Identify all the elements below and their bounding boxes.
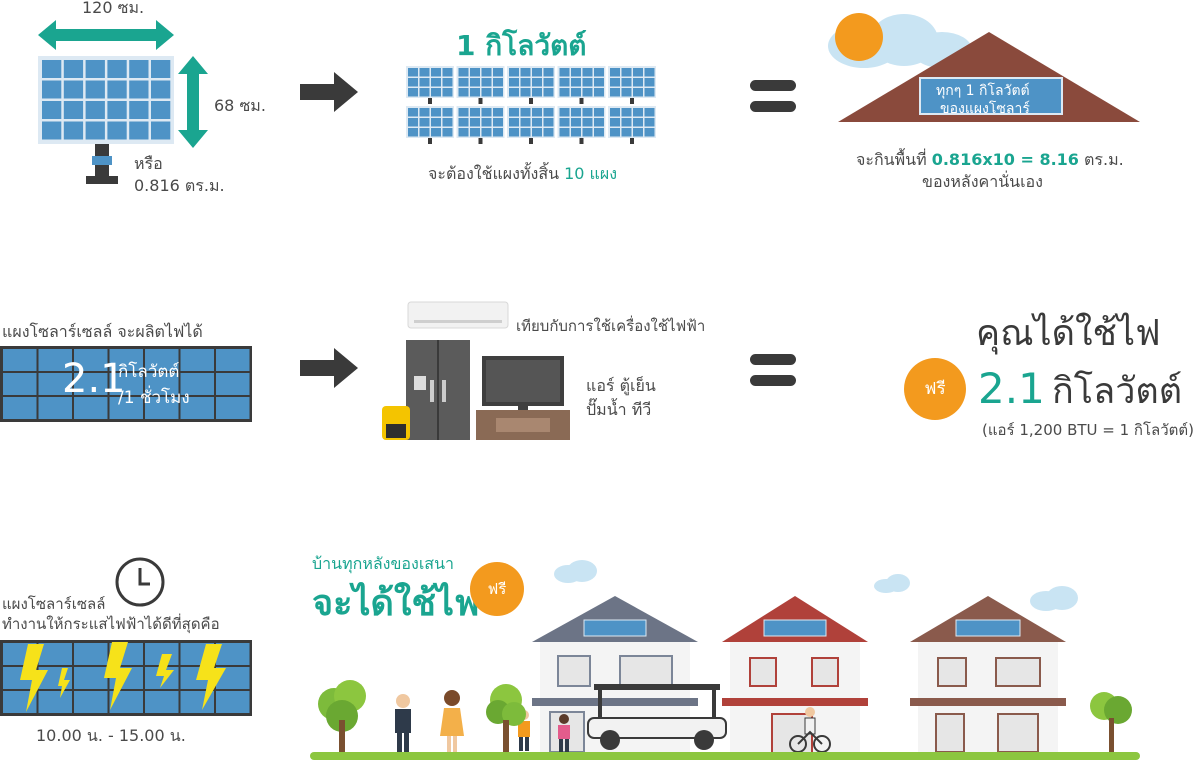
panel-width-label: 120 ซม. <box>82 0 145 17</box>
clock-icon <box>115 557 165 607</box>
solar-strip-panel-icon <box>0 346 252 422</box>
free-badge: ฟรี <box>904 358 966 420</box>
roof-area-unit: ตร.ม. <box>1084 150 1124 169</box>
free-value: 2.1 <box>978 364 1045 413</box>
house-3-icon <box>910 596 1066 756</box>
village-line2: จะได้ใช้ไฟ <box>312 583 480 624</box>
roof-label-line2: ของแผงโซลาร์ <box>940 101 1030 117</box>
tree-icon <box>318 680 366 756</box>
person-icon <box>440 690 464 752</box>
panels-count: 10 แผง <box>564 164 618 183</box>
refrigerator-icon <box>406 340 470 440</box>
roof-area-text: จะกินพื้นที่ 0.816x10 = 8.16 ตร.ม. <box>856 148 1124 173</box>
village-free-badge: ฟรี <box>470 562 524 616</box>
cloud-icon <box>554 560 597 583</box>
compare-label: เทียบกับการใช้เครื่องใช้ไฟฟ้า <box>516 317 706 335</box>
equals-icon <box>750 80 796 112</box>
kw-title: 1 กิโลวัตต์ <box>456 29 587 62</box>
tree-icon <box>486 684 526 756</box>
solar-strip-lightning-icon <box>0 640 252 716</box>
cloud-icon <box>874 574 910 593</box>
produce-big-value: 2.1 <box>62 356 126 402</box>
roof-area-prefix: จะกินพื้นที่ <box>856 150 927 169</box>
panel-area-line2: 0.816 ตร.ม. <box>134 176 225 195</box>
btu-note: (แอร์ 1,200 BTU = 1 กิโลวัตต์) <box>982 421 1194 439</box>
produce-unit-line2: /1 ชั่วโมง <box>118 388 190 408</box>
panels-needed-prefix: จะต้องใช้แผงทั้งสิ้น <box>428 164 560 183</box>
appliances-line2: ปั๊มน้ำ ทีวี <box>586 400 652 419</box>
right-arrow-icon <box>300 348 358 388</box>
panel-height-label: 68 ซม. <box>214 96 266 115</box>
solar-panel-icon <box>38 56 174 184</box>
cloud-icon <box>1030 586 1078 611</box>
golf-cart-icon <box>587 684 727 750</box>
equals-icon <box>750 354 796 386</box>
produce-unit-line1: กิโลวัตต์ <box>118 362 180 382</box>
double-arrow-vertical-icon <box>178 56 208 148</box>
bicycle-icon <box>789 707 831 753</box>
work-label-line2: ทำงานให้กระแสไฟฟ้าได้ดีที่สุดคือ <box>2 615 220 633</box>
roof-icon <box>838 32 1140 122</box>
village-line1: บ้านทุกหลังของเสนา <box>312 554 454 573</box>
panels-needed-text: จะต้องใช้แผงทั้งสิ้น 10 แผง <box>428 162 617 187</box>
free-heading: คุณได้ใช้ไฟ <box>976 313 1161 354</box>
person-icon <box>395 694 411 755</box>
television-icon <box>476 356 570 440</box>
roof-label-line1: ทุกๆ 1 กิโลวัตต์ <box>936 83 1030 99</box>
work-label-line1: แผงโซลาร์เซลล์ <box>2 595 106 613</box>
tree-icon <box>1090 692 1132 756</box>
right-arrow-icon <box>300 72 358 112</box>
roof-area-line2: ของหลังคานั่นเอง <box>922 172 1043 191</box>
water-pump-icon <box>382 406 410 440</box>
solar-panel-array-icon <box>406 66 656 144</box>
roof-area-formula: 0.816x10 = 8.16 <box>931 150 1079 169</box>
time-range: 10.00 น. - 15.00 น. <box>36 726 186 745</box>
appliances-line1: แอร์ ตู้เย็น <box>586 376 656 395</box>
air-conditioner-icon <box>407 301 509 329</box>
child-icon <box>558 714 570 753</box>
sun-icon <box>835 13 883 61</box>
double-arrow-horizontal-icon <box>38 20 174 50</box>
produce-label: แผงโซลาร์เซลล์ จะผลิตไฟได้ <box>2 322 203 341</box>
panel-area-line1: หรือ <box>134 154 163 173</box>
free-unit: กิโลวัตต์ <box>1052 371 1183 412</box>
grass-ground <box>310 752 1140 760</box>
